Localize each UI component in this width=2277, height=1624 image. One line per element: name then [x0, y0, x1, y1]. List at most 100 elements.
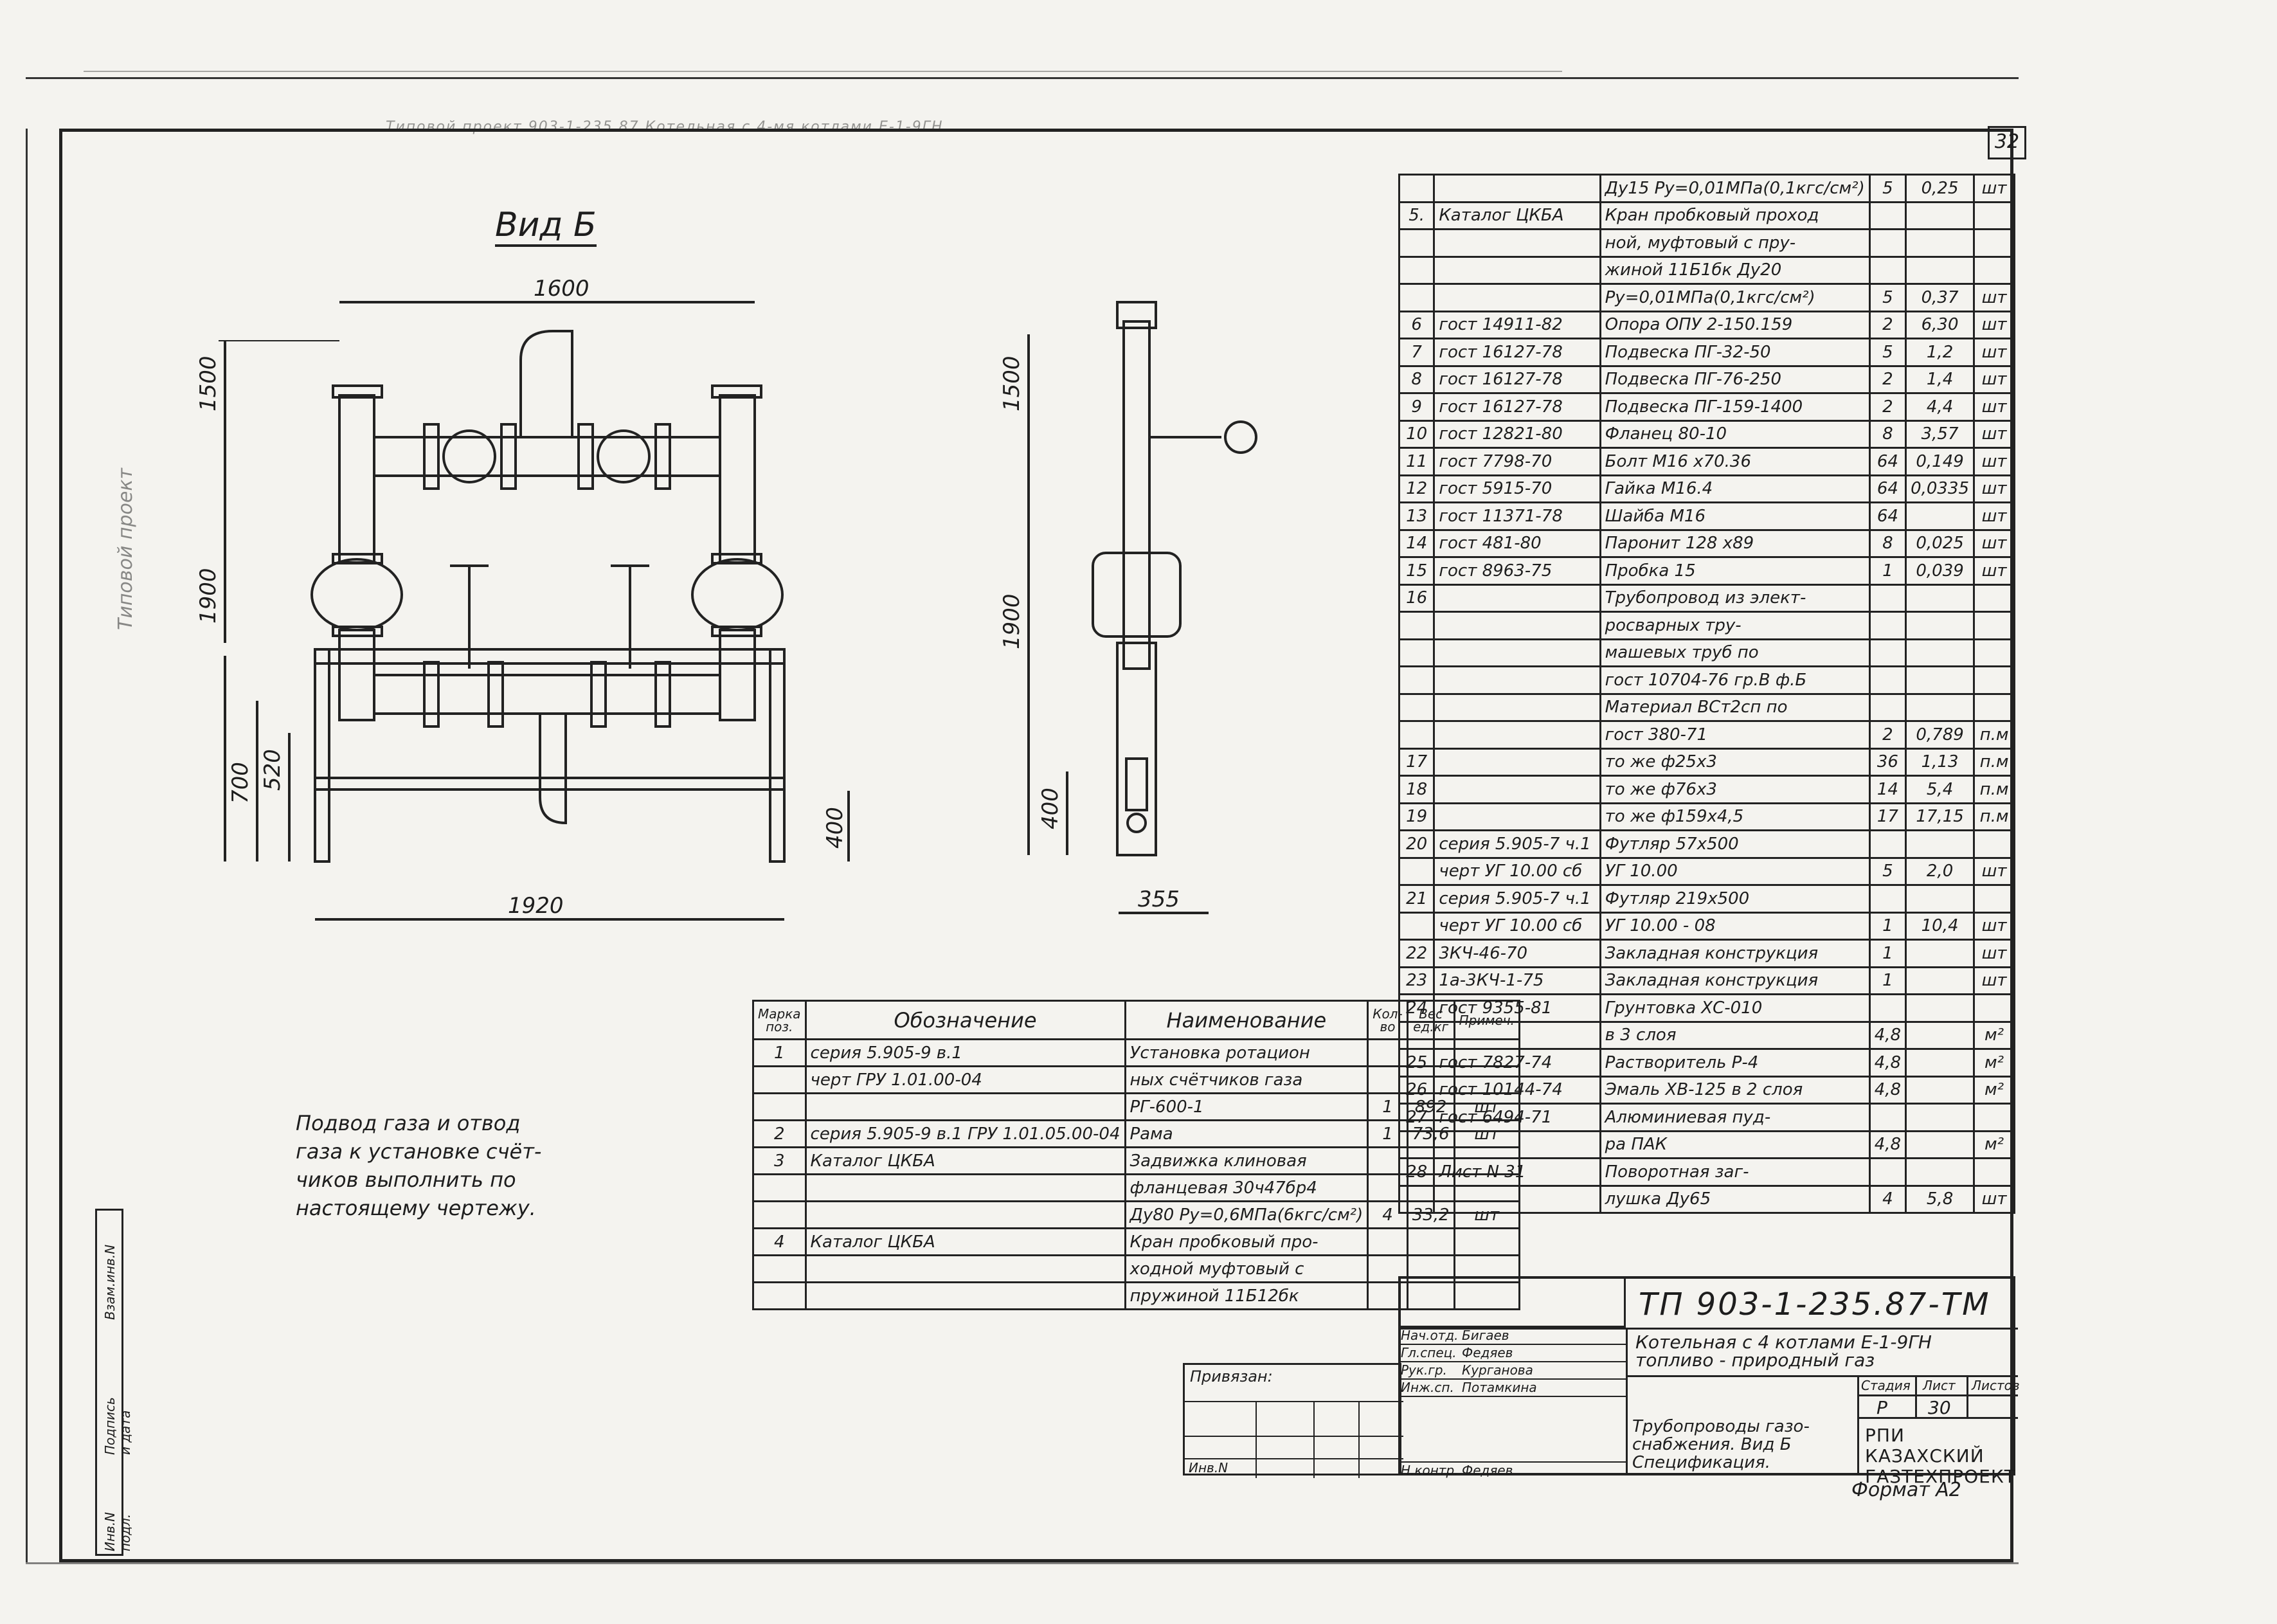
table-cell: 2 [1868, 720, 1907, 750]
sheets-label: Листов [1972, 1378, 2020, 1393]
table-cell [804, 1254, 1126, 1283]
table-cell [1433, 283, 1601, 312]
table-cell: шт [1973, 556, 2015, 586]
table-cell [1905, 1048, 1976, 1078]
table-cell [1905, 1075, 1976, 1105]
dim-height-main: 1900 [195, 568, 221, 624]
table-cell: 1,2 [1905, 338, 1976, 367]
table-cell [1905, 228, 1976, 258]
table-cell: 1а-3КЧ-1-75 [1433, 966, 1601, 995]
table-cell: м² [1973, 1020, 2015, 1050]
table-row: гост 10704-76 гр.В ф.Б [1398, 665, 2015, 695]
table-cell: 5,8 [1905, 1184, 1976, 1214]
table-cell: 4,8 [1868, 1075, 1907, 1105]
table-cell [1433, 174, 1601, 203]
table-cell: шт [1973, 474, 2015, 503]
table-cell: ной, муфтовый с пру- [1599, 228, 1871, 258]
table-cell: Установка ротацион [1124, 1038, 1369, 1067]
table-cell [804, 1173, 1126, 1202]
table-cell: м² [1973, 1075, 2015, 1105]
header-cell: Марка поз. [752, 1000, 807, 1040]
table-cell: 0,0335 [1905, 474, 1976, 503]
table-cell: Гайка М16.4 [1599, 474, 1871, 503]
strip-label: Взам.инв.N [102, 1244, 118, 1320]
table-cell: 19 [1398, 802, 1436, 831]
table-cell [1973, 611, 2015, 640]
org-line: ГАЗТЕХПРОЕКТ [1865, 1466, 2016, 1487]
table-cell [1868, 829, 1907, 859]
table-cell [1868, 201, 1907, 230]
table-cell [1868, 611, 1907, 640]
table-cell: шт [1973, 310, 2015, 339]
table-cell [1868, 255, 1907, 285]
org-name: РПИ КАЗАХСКИЙ ГАЗТЕХПРОЕКТ [1865, 1425, 2016, 1487]
signer-name: Потамкина [1462, 1380, 1537, 1395]
table-cell: шт [1973, 174, 2015, 203]
table-cell: то же ф25х3 [1599, 747, 1871, 777]
binding-label: Привязан: [1190, 1367, 1273, 1385]
table-cell [1868, 1157, 1907, 1187]
table-cell: 14 [1868, 775, 1907, 804]
table-cell [1433, 583, 1601, 613]
table-cell: 23 [1398, 966, 1436, 995]
table-cell [1433, 638, 1601, 667]
table-cell [1868, 1103, 1907, 1132]
table-cell [1905, 966, 1976, 995]
table-cell [1868, 993, 1907, 1023]
note-line: газа к установке счёт- [296, 1139, 542, 1164]
table-cell: гост 10144-74 [1433, 1075, 1601, 1105]
format-label: Формат А2 [1851, 1479, 1961, 1501]
strip-label: Подпись и дата [102, 1397, 133, 1455]
sheet-value: 30 [1928, 1397, 1951, 1418]
table-cell: Грунтовка ХС-010 [1599, 993, 1871, 1023]
table-cell: Ду15 Ру=0,01МПа(0,1кгс/см²) [1599, 174, 1871, 203]
table-cell: гост 481-80 [1433, 528, 1601, 558]
table-cell: 0,25 [1905, 174, 1976, 203]
table-cell: 2 [1868, 310, 1907, 339]
table-cell [1973, 993, 2015, 1023]
table-cell: гост 9355-81 [1433, 993, 1601, 1023]
table-cell [752, 1281, 807, 1310]
table-cell: Трубопровод из элект- [1599, 583, 1871, 613]
table-cell: 1 [1868, 966, 1907, 995]
top-header-text: Типовой проект 903-1-235.87 Котельная с … [386, 119, 944, 135]
table-cell: 6,30 [1905, 310, 1976, 339]
stage-label: Стадия [1861, 1378, 1911, 1393]
table-cell: гост 10704-76 гр.В ф.Б [1599, 665, 1871, 695]
signer-name: Федяев [1462, 1345, 1513, 1360]
table-cell: 1 [1868, 911, 1907, 941]
signer-role: Н.контр. [1401, 1463, 1459, 1478]
table-cell: гост 14911-82 [1433, 310, 1601, 339]
table-cell: 0,149 [1905, 447, 1976, 476]
top-dashed-line [84, 71, 1562, 72]
table-cell [1406, 1227, 1455, 1256]
signer-name: Курганова [1462, 1362, 1533, 1378]
table-cell [1433, 1020, 1601, 1050]
table-cell: Подвеска ПГ-32-50 [1599, 338, 1871, 367]
table-cell: гост 11371-78 [1433, 501, 1601, 531]
table-cell [1868, 583, 1907, 613]
table-cell: гост 16127-78 [1433, 338, 1601, 367]
table-cell: п.м [1973, 775, 2015, 804]
table-cell: 10 [1398, 419, 1436, 449]
table-cell [1433, 665, 1601, 695]
table-cell: черт ГРУ 1.01.00-04 [804, 1065, 1126, 1094]
table-cell: 2 [1868, 365, 1907, 394]
table-cell: 18 [1398, 775, 1436, 804]
table-cell: Кран пробковый проход [1599, 201, 1871, 230]
signers: Нач.отд. Бигаев Гл.спец. Федяев Рук.гр. … [1401, 1328, 1626, 1479]
gas-meter-right [691, 558, 784, 631]
table-cell: шт [1973, 856, 2015, 886]
inv-label: Инв.N [1189, 1460, 1228, 1475]
header-cell: Обозначение [804, 1000, 1126, 1040]
table-cell: росварных тру- [1599, 611, 1871, 640]
table-cell: Закладная конструкция [1599, 966, 1871, 995]
